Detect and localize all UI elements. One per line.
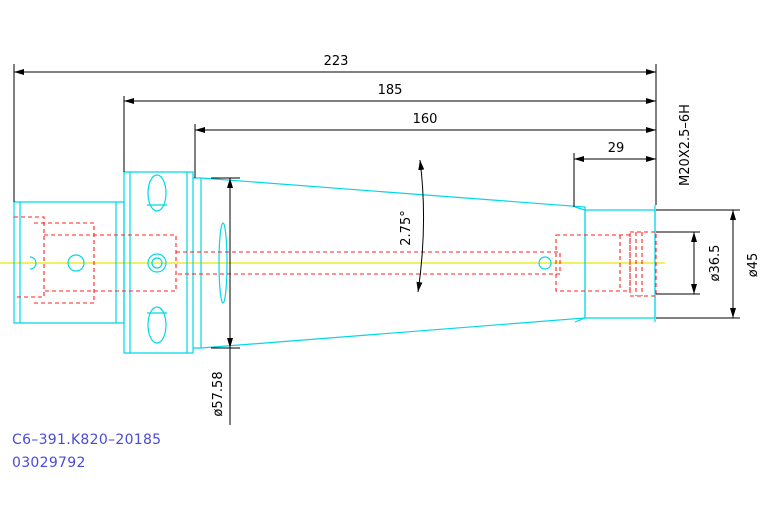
dim-text-thread: M20X2.5–6H	[678, 104, 693, 186]
dim-text-185: 185	[378, 83, 403, 98]
tool-outline	[13, 171, 656, 354]
order-code: 03029792	[12, 455, 86, 471]
dim-text-223: 223	[324, 54, 349, 69]
dim-text-160: 160	[413, 112, 438, 127]
dim-text-dia-45: ø45	[746, 253, 761, 278]
dim-arc-taper-angle	[416, 159, 425, 293]
dim-text-dia-36-5: ø36.5	[708, 245, 723, 282]
hidden-lines	[14, 216, 657, 304]
part-number: C6–391.K820–20185	[12, 432, 162, 448]
dim-text-29: 29	[608, 141, 625, 156]
dim-text-taper-angle: 2.75°	[399, 210, 414, 245]
dim-text-dia-57-58: ø57.58	[211, 371, 226, 416]
dimension-lines	[13, 64, 740, 425]
